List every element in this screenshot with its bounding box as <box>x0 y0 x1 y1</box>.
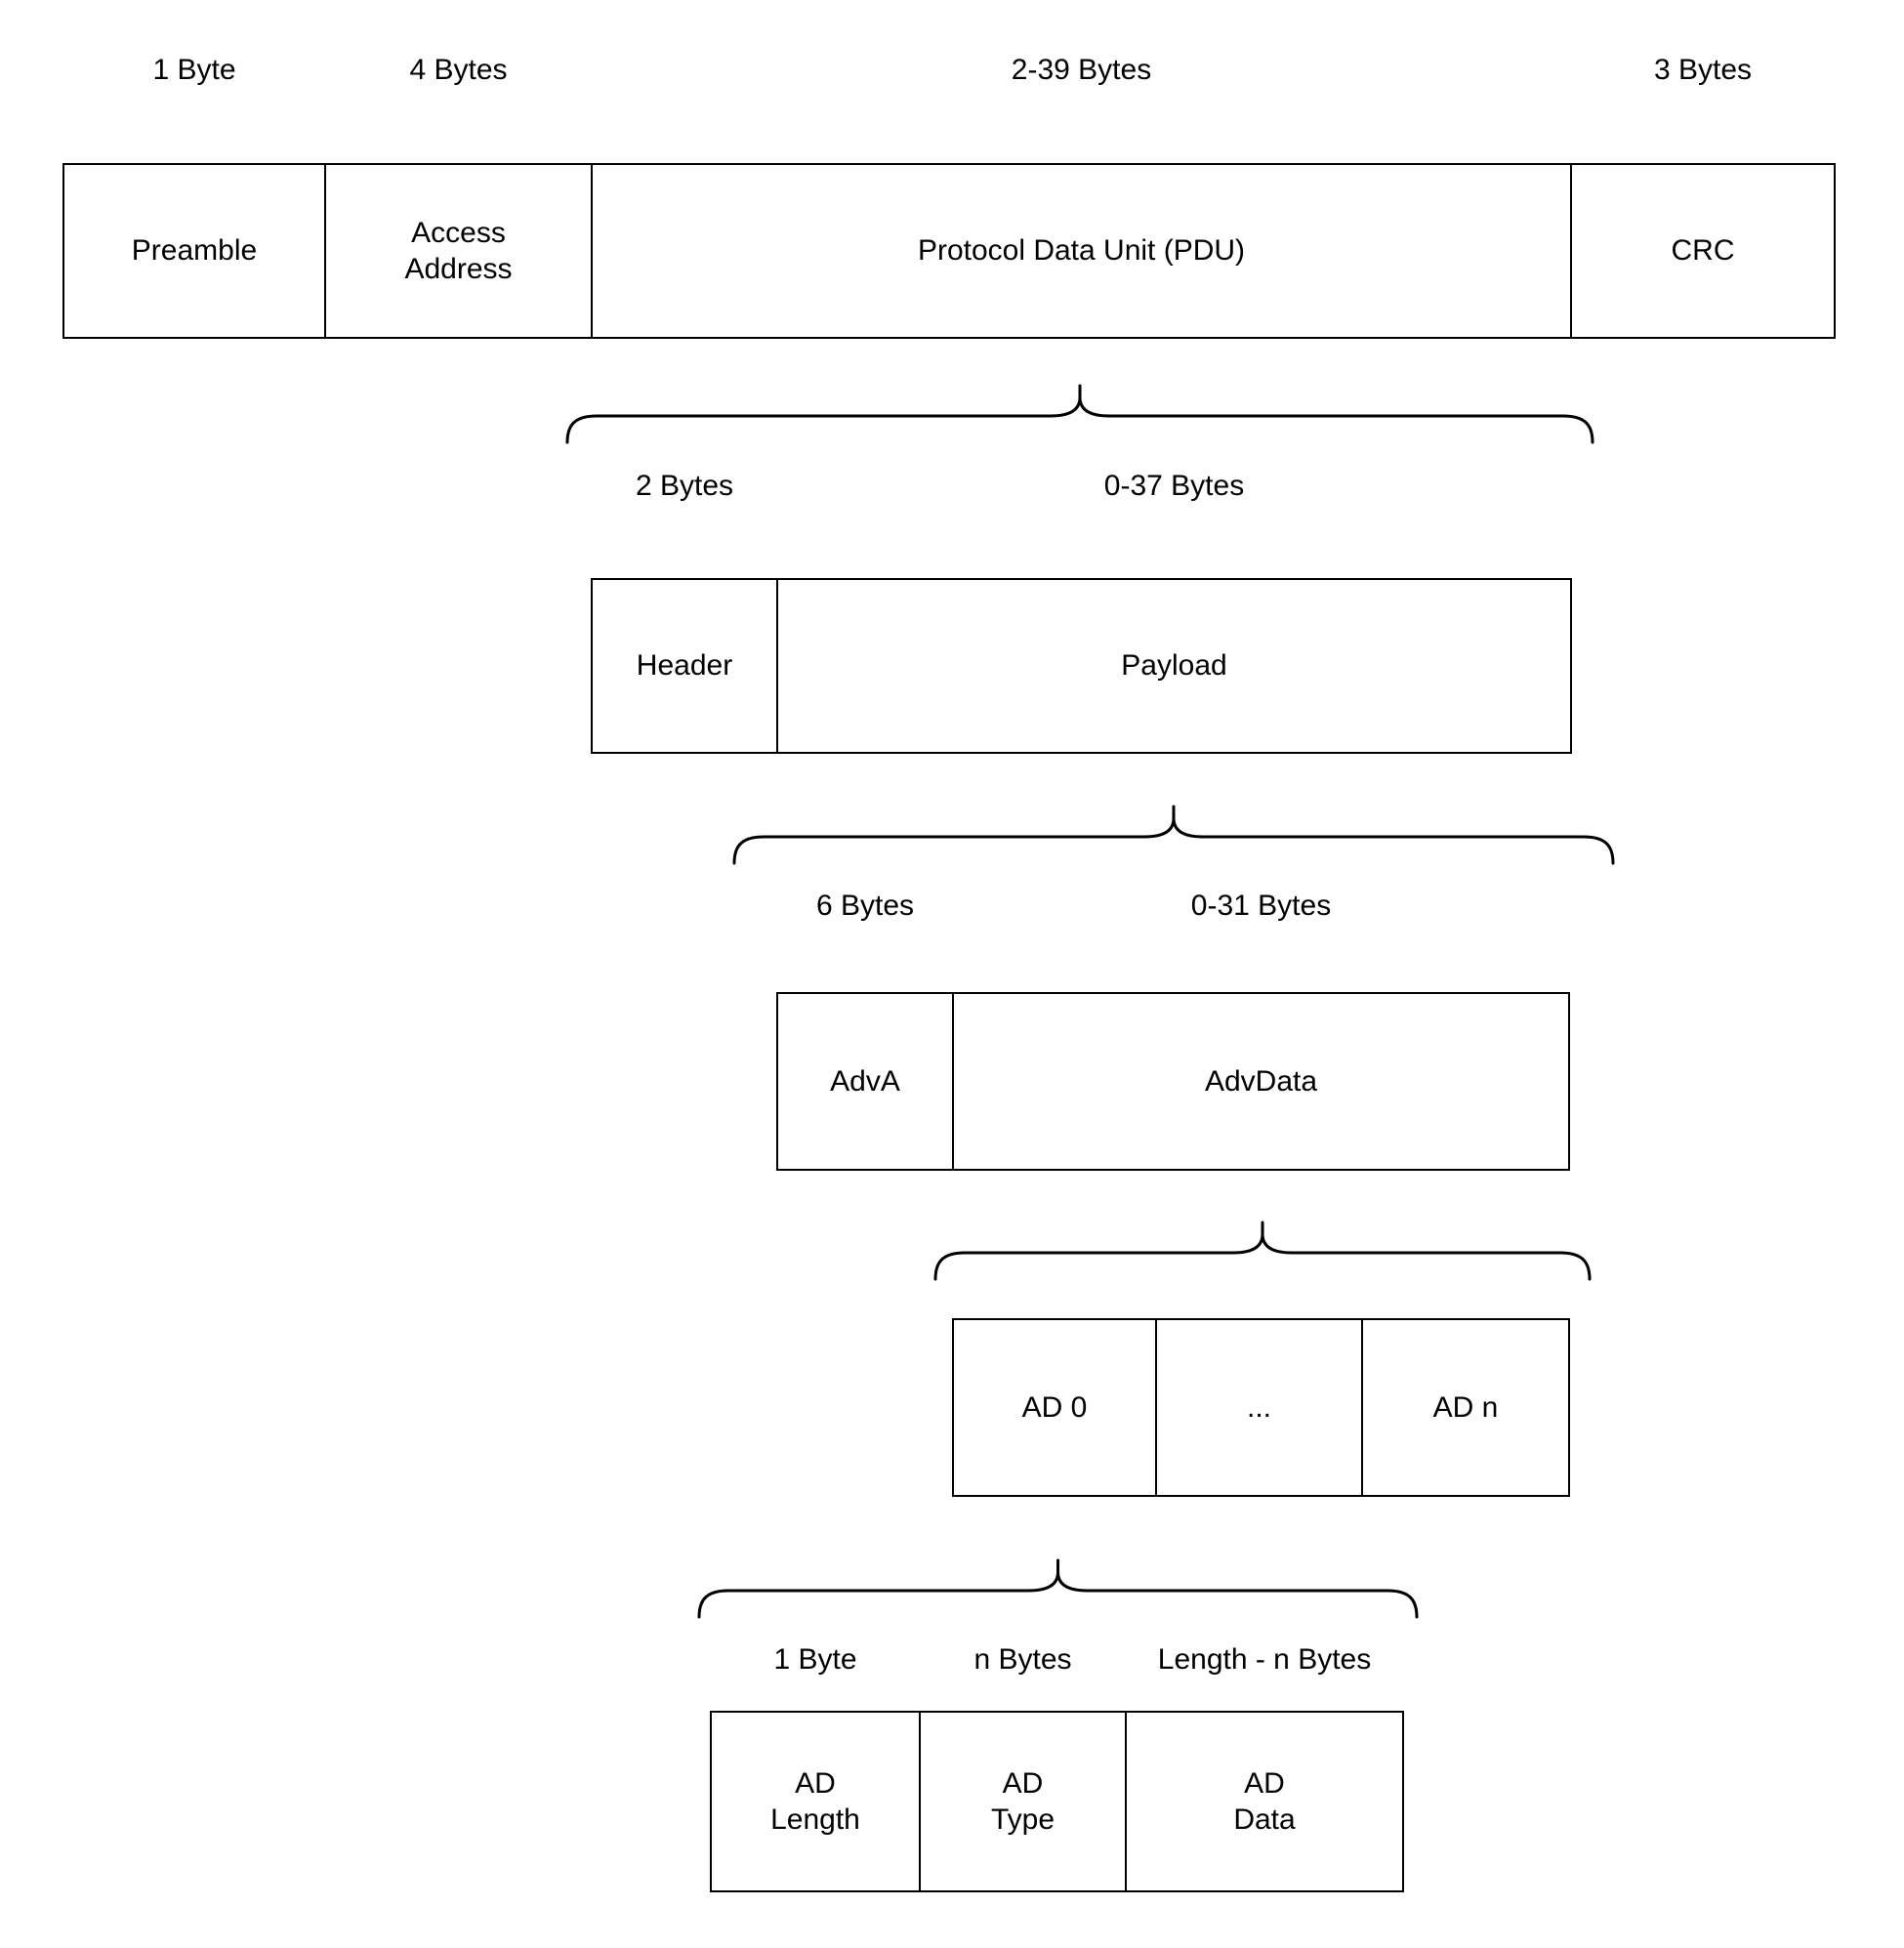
cell-ad-length: AD Length <box>710 1711 921 1892</box>
size-label-preamble: 1 Byte <box>152 54 236 86</box>
cell-advdata: AdvData <box>952 992 1570 1171</box>
brace-pdu-expansion <box>565 384 1594 444</box>
size-label-adva: 6 Bytes <box>815 890 915 922</box>
size-label-ad-length: 1 Byte <box>773 1643 857 1676</box>
cell-ad-type: AD Type <box>919 1711 1127 1892</box>
brace-payload-expansion <box>732 805 1615 865</box>
cell-adva: AdvA <box>776 992 954 1171</box>
cell-ad0: AD 0 <box>952 1318 1157 1497</box>
cell-ad-ellipsis: ... <box>1155 1318 1363 1497</box>
size-label-crc: 3 Bytes <box>1653 54 1753 86</box>
cell-access-address: Access Address <box>324 163 593 339</box>
size-label-advdata: 0-31 Bytes <box>1190 890 1332 922</box>
brace-ad0-expansion <box>697 1558 1419 1619</box>
size-label-payload: 0-37 Bytes <box>1103 470 1245 502</box>
cell-adn: AD n <box>1361 1318 1570 1497</box>
size-label-ad-type: n Bytes <box>973 1643 1072 1676</box>
size-label-access-address: 4 Bytes <box>409 54 508 86</box>
cell-ad-data: AD Data <box>1125 1711 1404 1892</box>
cell-header: Header <box>591 578 778 754</box>
cell-payload: Payload <box>776 578 1572 754</box>
size-label-pdu: 2-39 Bytes <box>1011 54 1152 86</box>
cell-pdu: Protocol Data Unit (PDU) <box>591 163 1572 339</box>
size-label-ad-data: Length - n Bytes <box>1157 1643 1372 1676</box>
size-label-header: 2 Bytes <box>635 470 734 502</box>
cell-preamble: Preamble <box>62 163 326 339</box>
brace-advdata-expansion <box>933 1221 1592 1281</box>
cell-crc: CRC <box>1570 163 1836 339</box>
